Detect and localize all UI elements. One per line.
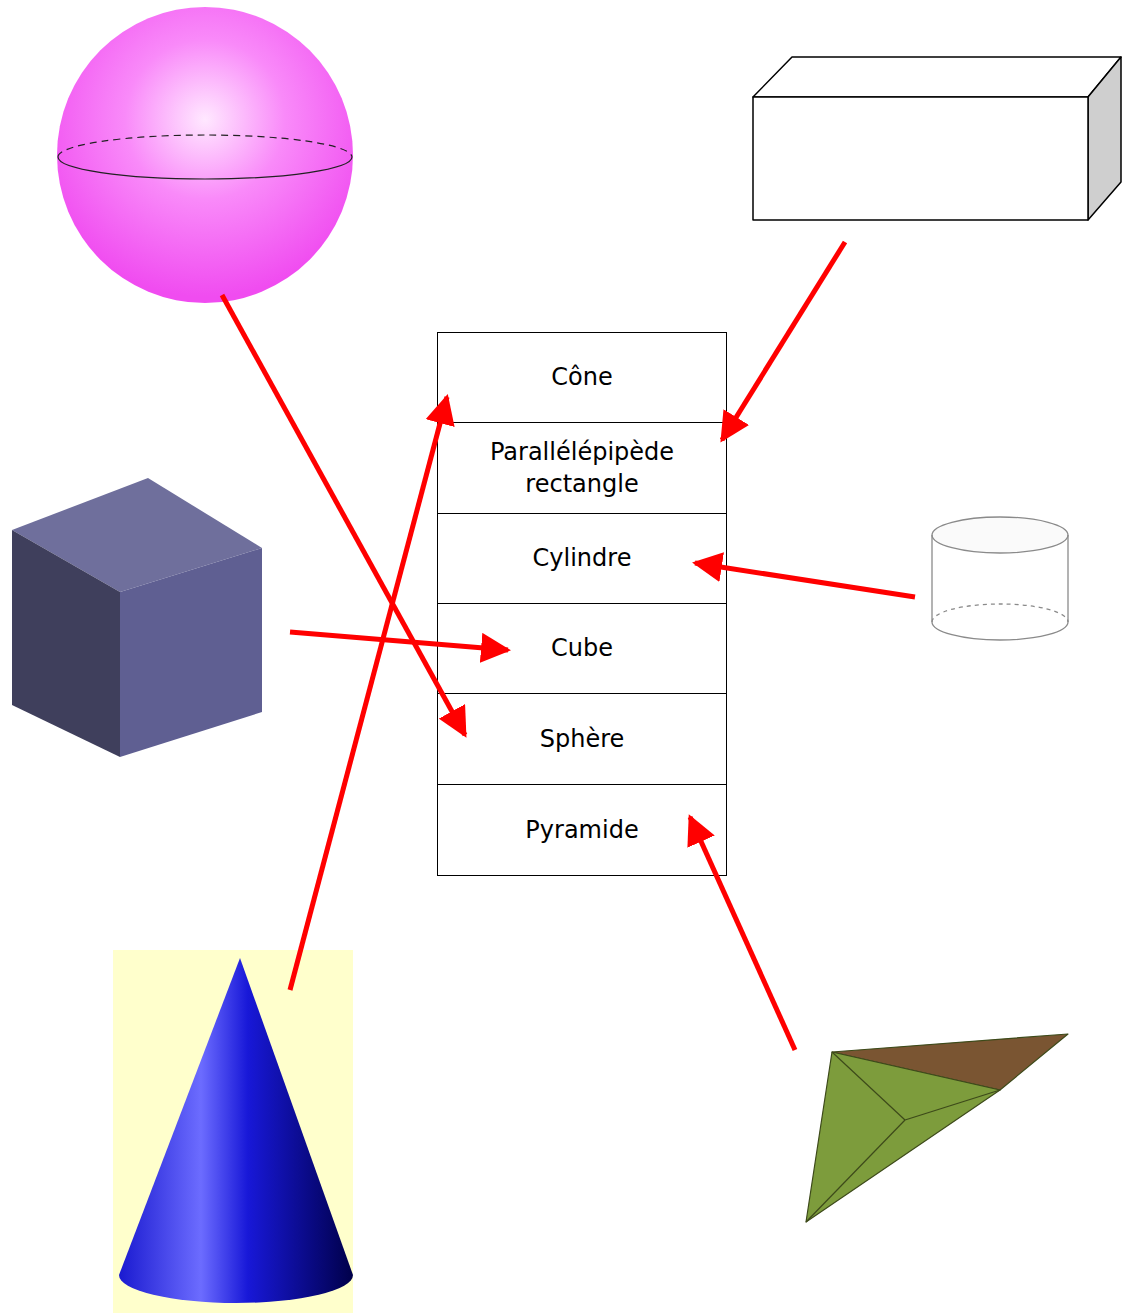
cylinder-figure (932, 517, 1068, 640)
cube-figure (12, 478, 262, 757)
sphere-arrow (222, 295, 465, 735)
solid-name-cell: Cône (437, 332, 727, 423)
solid-name-cell: Cube (437, 603, 727, 694)
solid-name-cell: Pyramide (437, 784, 727, 876)
cone-arrow (290, 397, 447, 990)
solid-name: Pyramide (517, 814, 646, 846)
solid-name-cell: Cylindre (437, 513, 727, 604)
solid-name-cell: Sphère (437, 693, 727, 785)
sphere-figure (57, 7, 353, 303)
solid-name: Cône (543, 361, 620, 393)
box-figure (753, 57, 1121, 220)
solid-name: Sphère (532, 723, 633, 755)
cone-figure (113, 950, 353, 1313)
solid-name: Cylindre (525, 542, 640, 574)
box-arrow (722, 242, 845, 440)
solid-name: Cube (543, 632, 621, 664)
solid-name-cell: Parallélépipède rectangle (437, 422, 727, 514)
cube-arrow (290, 632, 508, 650)
pyramid-figure (806, 1034, 1068, 1222)
solid-name: Parallélépipède rectangle (438, 436, 726, 501)
cylinder-arrow (695, 563, 915, 597)
pyramid-arrow (690, 817, 795, 1050)
